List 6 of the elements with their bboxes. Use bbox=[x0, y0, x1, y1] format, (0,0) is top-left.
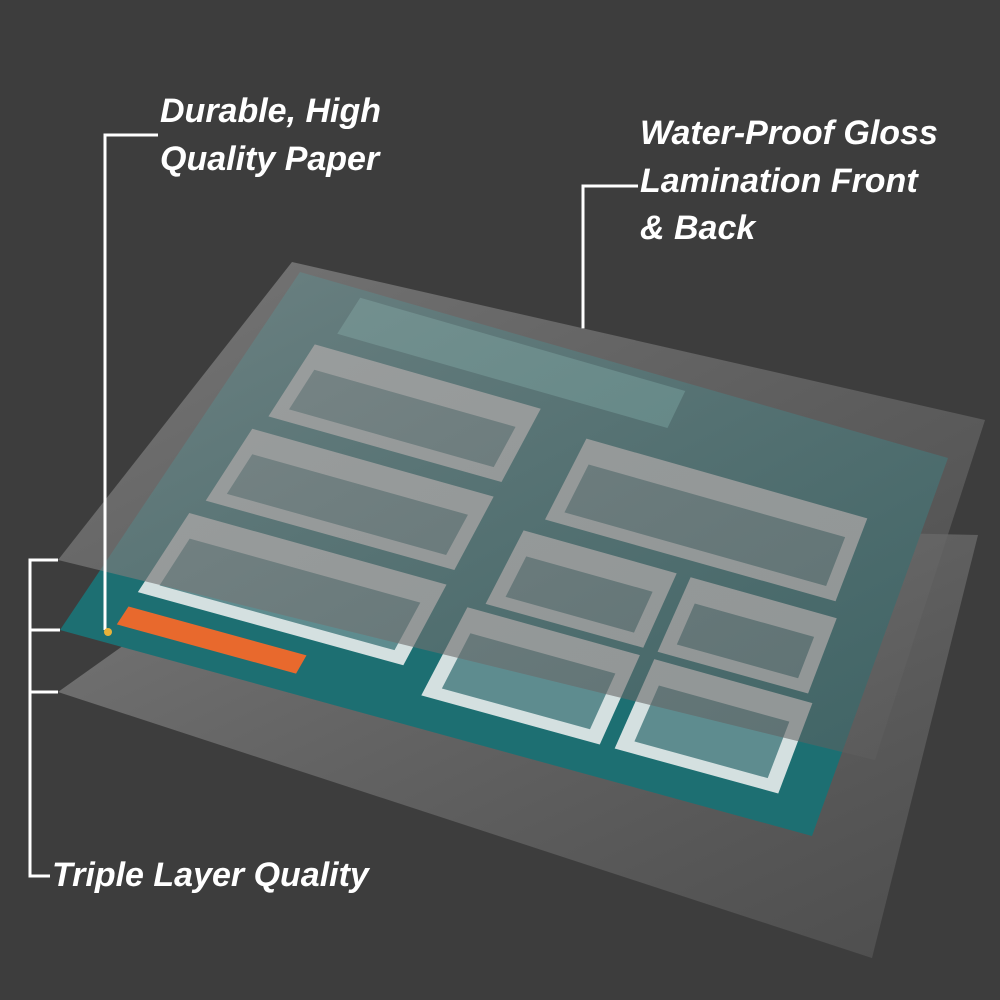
leader-line bbox=[582, 184, 638, 328]
callout-text: Water-Proof Gloss Lamination Front & Back bbox=[640, 113, 939, 250]
leader-line bbox=[104, 134, 158, 630]
leader-line bbox=[28, 690, 58, 878]
callout-text: Durable, High Quality Paper bbox=[160, 91, 382, 180]
callout-text: Triple Layer Quality bbox=[52, 855, 371, 896]
